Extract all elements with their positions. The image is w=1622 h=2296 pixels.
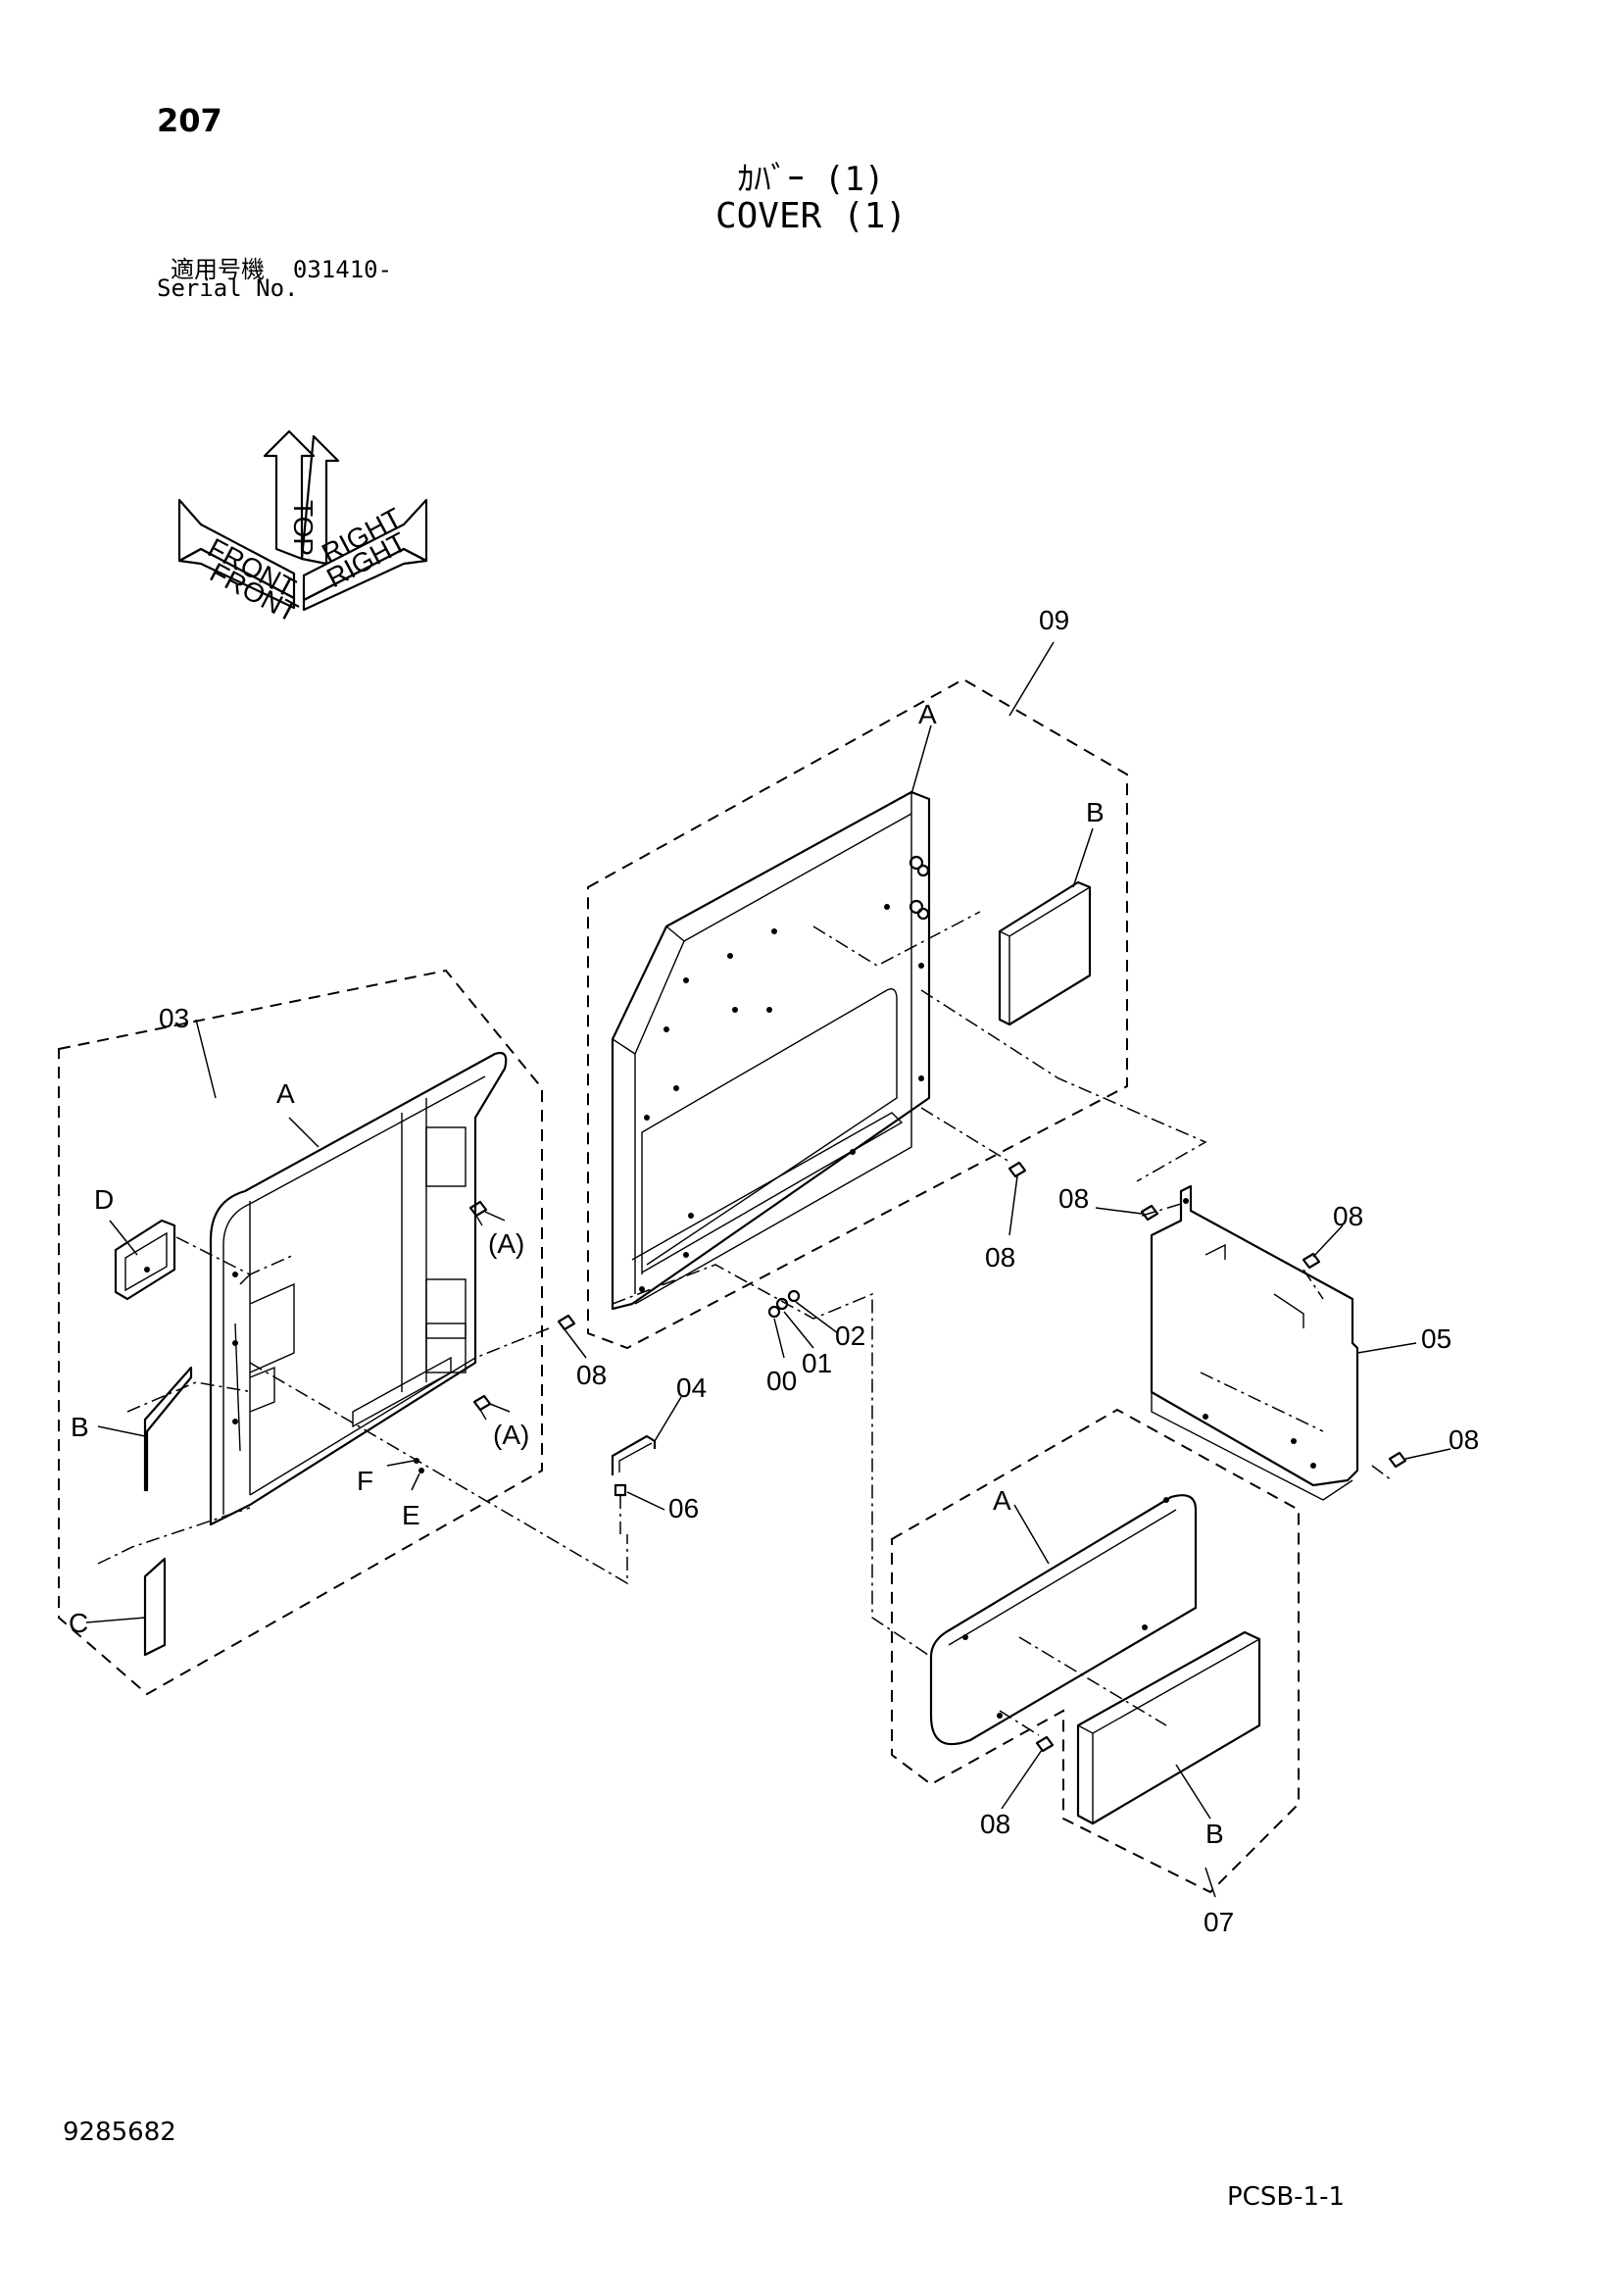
bolt-08-05-bottom bbox=[1388, 1451, 1407, 1469]
group-07-boundary bbox=[891, 1408, 1300, 1894]
handle-d bbox=[114, 1219, 176, 1301]
front-arrow-face-icon bbox=[177, 547, 296, 610]
clip-06 bbox=[614, 1483, 627, 1497]
callout-03-c: C bbox=[69, 1608, 88, 1638]
callout-00: 00 bbox=[766, 1366, 797, 1396]
callout-04: 04 bbox=[676, 1373, 707, 1403]
callout-07: 07 bbox=[1204, 1907, 1234, 1937]
orientation-top-label: TOP bbox=[288, 500, 319, 556]
callout-07-b: B bbox=[1205, 1819, 1224, 1849]
group-03-assembly-lines bbox=[97, 1236, 295, 1565]
callout-05: 05 bbox=[1421, 1323, 1451, 1354]
callout-08-e: 08 bbox=[1449, 1424, 1479, 1455]
part-f-dot bbox=[414, 1458, 419, 1464]
part-e-dot bbox=[418, 1468, 424, 1473]
callout-09-a: A bbox=[918, 699, 937, 729]
callout-a-paren-upper: (A) bbox=[488, 1228, 524, 1259]
serial-label-english: Serial No. bbox=[157, 275, 299, 302]
bolt-08-07 bbox=[1035, 1735, 1055, 1753]
callout-a-paren-lower: (A) bbox=[493, 1420, 529, 1450]
rod-04 bbox=[611, 1434, 657, 1475]
callout-08-d: 08 bbox=[1333, 1201, 1363, 1231]
callout-07-a: A bbox=[993, 1485, 1011, 1516]
pad-09-b bbox=[998, 880, 1092, 1026]
bolt-08-05-left bbox=[1140, 1204, 1159, 1222]
serial-number-japanese: 適用号機 031410- bbox=[171, 250, 392, 284]
right-arrow-face-icon bbox=[302, 547, 428, 612]
plate-05-assembly-lines bbox=[1141, 1203, 1393, 1481]
leader-lines bbox=[85, 641, 1451, 1898]
callout-09-b: B bbox=[1086, 797, 1105, 827]
bolt-08-05-top bbox=[1302, 1252, 1321, 1270]
callout-09: 09 bbox=[1039, 605, 1069, 635]
bolt-a-lower bbox=[472, 1394, 492, 1421]
callout-08-f: 08 bbox=[980, 1809, 1010, 1839]
callout-03-a: A bbox=[276, 1078, 295, 1109]
callout-08-c: 08 bbox=[1058, 1183, 1089, 1214]
bolt-08-upper bbox=[1008, 1161, 1027, 1178]
panel-07-a bbox=[929, 1494, 1198, 1746]
serial-value: 031410- bbox=[292, 256, 393, 283]
frame-03-a bbox=[209, 1051, 508, 1526]
callout-08-a: 08 bbox=[985, 1242, 1015, 1273]
callout-03-f: F bbox=[357, 1466, 373, 1496]
callout-02: 02 bbox=[835, 1321, 865, 1351]
seal-strip-b bbox=[143, 1366, 193, 1492]
washer-01 bbox=[775, 1297, 789, 1311]
group-09-assembly-lines bbox=[612, 911, 1207, 1658]
plate-05 bbox=[1150, 1184, 1359, 1501]
serial-label-jp: 適用号機 bbox=[171, 256, 265, 283]
bolt-08-left bbox=[557, 1314, 576, 1331]
callout-03-e: E bbox=[402, 1500, 420, 1530]
title-english: COVER (1) bbox=[714, 196, 908, 236]
callout-06: 06 bbox=[668, 1493, 699, 1523]
group-03-boundary bbox=[58, 969, 543, 1696]
bolt-a-upper bbox=[468, 1200, 488, 1226]
page-code: PCSB-1-1 bbox=[1227, 2182, 1346, 2212]
callout-03-b: B bbox=[71, 1412, 89, 1442]
callout-01: 01 bbox=[802, 1348, 832, 1378]
callout-03-d: D bbox=[94, 1184, 114, 1215]
nut-02 bbox=[787, 1289, 801, 1303]
page-number: 207 bbox=[157, 102, 222, 139]
group-09-boundary bbox=[587, 677, 1128, 1350]
callout-03: 03 bbox=[159, 1003, 189, 1033]
pad-07-b bbox=[1076, 1630, 1261, 1825]
title-japanese: ｶﾊﾞｰ (1) bbox=[737, 160, 885, 199]
orientation-indicator: FRONT FRONT TOP RIGHT RIGHT bbox=[177, 429, 428, 628]
top-arrow-back-icon bbox=[300, 434, 340, 566]
seal-strip-c bbox=[143, 1557, 167, 1657]
document-number: 9285682 bbox=[63, 2118, 176, 2147]
washer-00 bbox=[767, 1305, 781, 1319]
group-07-assembly-lines bbox=[999, 1636, 1167, 1736]
frame-09-a bbox=[611, 790, 931, 1311]
callout-08-b: 08 bbox=[576, 1360, 607, 1390]
